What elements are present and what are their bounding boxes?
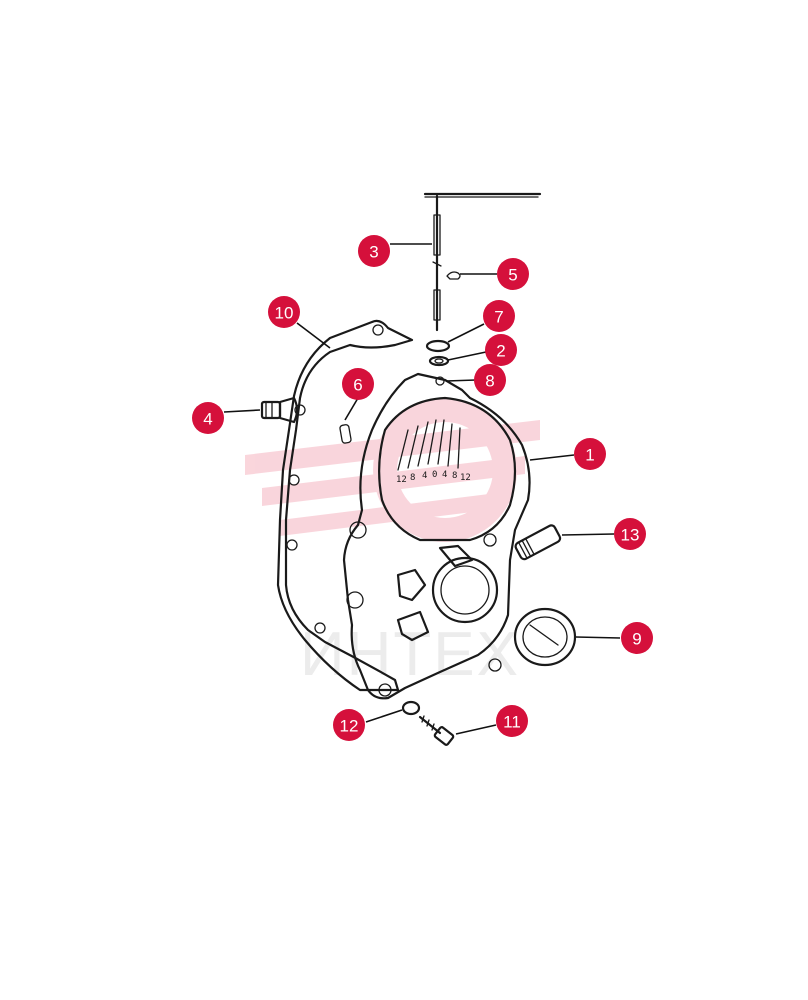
callout-2: 2 [485,334,517,366]
cover-bracket [396,610,430,642]
callout-circle [621,622,653,654]
leader-lines [223,243,621,735]
callout-11: 11 [496,705,528,737]
callout-label: 2 [496,342,505,361]
part-pin [446,271,461,280]
callout-label: 10 [275,304,294,323]
cover-bracket [396,568,427,602]
cover-bracket [438,544,474,568]
callout-label: 8 [485,372,494,391]
cover-bolt-boss [483,533,497,547]
callout-3: 3 [358,235,390,267]
timing-mark: 8 [410,473,415,483]
callout-label: 7 [494,308,503,327]
watermark-text: ИНТЕХ [300,620,520,689]
callout-circle [485,334,517,366]
callout-10: 10 [268,296,300,328]
callout-circle [614,518,646,550]
callout-label: 6 [353,376,362,395]
gasket-bolt-hole [288,474,300,486]
callout-circle [497,258,529,290]
callout-circle [574,438,606,470]
callout-label: 12 [340,717,359,736]
part-small-washer [401,700,421,716]
timing-mark: 12 [460,473,471,483]
callout-label: 13 [621,526,640,545]
callout-4: 4 [192,402,224,434]
part-bolt [418,715,455,746]
callout-label: 11 [503,713,521,732]
callout-label: 5 [508,266,517,285]
timing-mark: 8 [452,471,457,481]
callout-12: 12 [333,709,365,741]
seal-bore [431,556,499,624]
part-seal [513,607,577,667]
callout-circle [496,705,528,737]
watermark-logo [245,398,540,542]
callout-circle [192,402,224,434]
seal-bore-inner [440,565,490,615]
callout-6: 6 [342,368,374,400]
part-gasket [276,319,414,692]
timing-window [378,396,517,542]
cover-bolt-boss [349,521,367,539]
callout-label: 1 [585,446,594,465]
part-bushing [428,355,450,367]
timing-mark: 4 [442,470,447,480]
part-bushing-inner [434,358,444,364]
cover-bolt-boss [346,591,364,609]
callout-label: 4 [203,410,212,429]
part-pointer-rod [423,192,542,332]
cover-bolt-boss [378,683,392,697]
part-dowel-pin [339,424,352,444]
gasket-bolt-hole [286,539,298,551]
timing-scale: 12 8 4 0 4 8 12 [396,419,471,485]
part-washer [425,339,451,353]
gasket-bolt-hole [294,404,306,416]
callout-circle [358,235,390,267]
callout-circle [483,300,515,332]
part-clip [435,376,445,386]
callout-circle [268,296,300,328]
gasket-bolt-hole [314,622,326,634]
timing-mark: 0 [432,470,437,480]
timing-mark: 12 [396,475,407,485]
cover-bolt-boss [488,658,502,672]
callout-label: 9 [632,630,641,649]
callout-9: 9 [621,622,653,654]
callout-13: 13 [614,518,646,550]
callout-label: 3 [369,243,378,262]
callout-1: 1 [574,438,606,470]
callout-7: 7 [483,300,515,332]
callout-5: 5 [497,258,529,290]
timing-mark: 4 [422,471,427,481]
part-drain-fitting [260,396,299,424]
callout-circle [474,364,506,396]
callout-circle [342,368,374,400]
gasket-bolt-hole [372,324,384,336]
part-timing-cover [342,372,531,700]
callout-8: 8 [474,364,506,396]
callout-circle [333,709,365,741]
part-sleeve [514,524,562,561]
